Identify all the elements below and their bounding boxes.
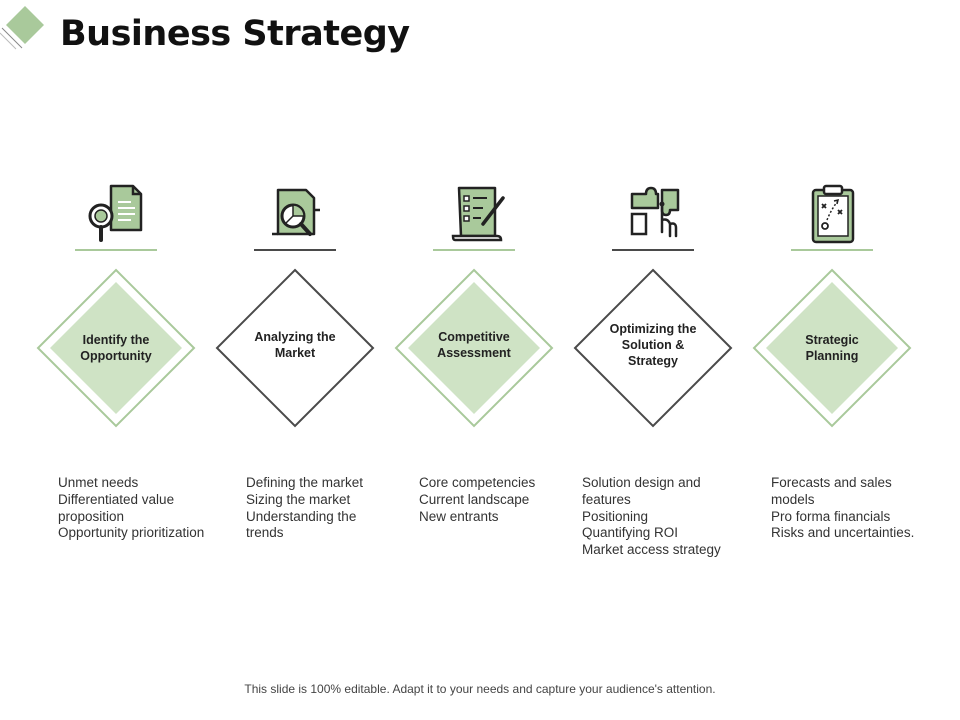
list-item: Defining the market [246,475,364,490]
separator-bar [791,249,873,251]
step-competitive-assessment: Competitive Assessment Core competencies… [388,176,560,576]
list-item: Positioning [582,508,649,524]
list-item: Opportunity prioritization [58,525,205,541]
pie-chart-search-icon [260,180,330,246]
step-label: Strategic Planning [805,333,859,363]
step-points-list: Unmet needs Differentiated value proposi… [58,475,204,542]
step-optimizing-solution: Optimizing the Solution & Strategy Solut… [567,176,739,576]
step-points-list: Solution design and features Positioning… [582,475,721,559]
list-item: Sizing the market [246,491,351,507]
step-label: Optimizing the Solution & Strategy [609,322,697,368]
list-item: Market access strategy [582,542,721,558]
list-item: Forecasts and sales [771,475,892,490]
step-points-list: Forecasts and sales models Pro forma fin… [771,475,914,542]
list-item: models [771,491,815,507]
puzzle-hand-icon [618,180,688,246]
checklist-scroll-icon [439,180,509,246]
separator-bar [612,249,694,251]
step-identify-opportunity: Identify the Opportunity Unmet needs Dif… [30,176,204,576]
step-label: Analyzing the Market [254,330,336,360]
step-points-list: Core competencies Current landscape New … [419,475,535,525]
footer-note: This slide is 100% editable. Adapt it to… [244,682,716,696]
list-item: features [582,491,631,507]
list-item: Unmet needs [58,475,139,490]
step-diamond: Analyzing the Market [215,268,375,428]
list-item: Current landscape [419,491,530,507]
list-item: Risks and uncertainties. [771,525,915,541]
page-title: Business Strategy [60,14,410,54]
list-item: Understanding the [246,508,357,524]
step-diamond: Optimizing the Solution & Strategy [573,268,733,428]
list-item: Core competencies [419,475,536,490]
list-item: New entrants [419,508,499,524]
list-item: proposition [58,508,125,524]
list-item: Differentiated value [58,491,175,507]
magnifier-document-icon [81,180,151,246]
step-label: Competitive Assessment [437,330,511,360]
step-diamond: Identify the Opportunity [36,268,196,428]
step-points-list: Defining the market Sizing the market Un… [246,475,363,542]
separator-bar [254,249,336,251]
list-item: trends [246,525,284,541]
step-diamond: Competitive Assessment [394,268,554,428]
step-diamond: Strategic Planning [752,268,912,428]
corner-diamond-decoration [0,6,44,50]
step-label: Identify the Opportunity [80,333,152,363]
separator-bar [433,249,515,251]
step-analyzing-market: Analyzing the Market Defining the market… [209,176,381,576]
clipboard-plan-icon [797,180,867,246]
list-item: Quantifying ROI [582,525,679,541]
separator-bar [75,249,157,251]
step-strategic-planning: Strategic Planning Forecasts and sales m… [746,176,918,576]
list-item: Solution design and [582,475,701,490]
list-item: Pro forma financials [771,508,891,524]
